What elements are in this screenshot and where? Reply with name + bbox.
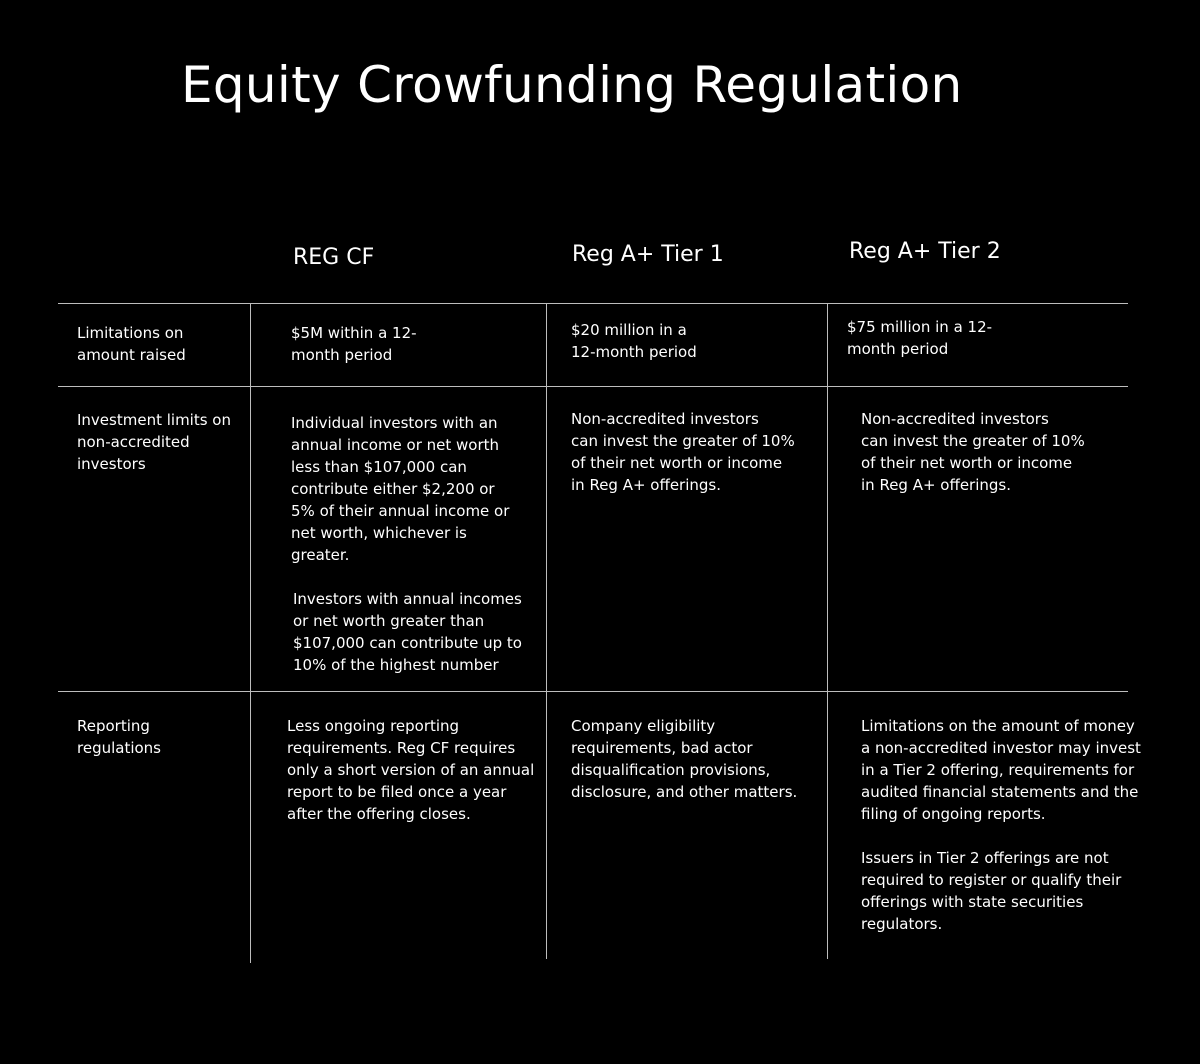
cell-paragraph: Less ongoing reporting requirements. Reg … <box>287 715 534 825</box>
cell-reg-cf-investment-limits: Individual investors with an annual incom… <box>291 412 522 676</box>
cell-text-line: or net worth greater than <box>293 612 485 630</box>
row-label-limitations: Limitations on amount raised <box>77 322 186 366</box>
cell-text-line: of their net worth or income <box>571 454 783 472</box>
cell-reg-cf-reporting: Less ongoing reporting requirements. Reg … <box>287 715 534 825</box>
cell-text-line: requirements, bad actor <box>571 739 753 757</box>
cell-text-line: Company eligibility <box>571 717 716 735</box>
row-label-reporting: Reporting regulations <box>77 715 161 759</box>
cell-text-line: non-accredited <box>77 433 190 451</box>
cell-text-line: offerings with state securities <box>861 893 1084 911</box>
page-title: Equity Crowfunding Regulation <box>181 56 963 114</box>
cell-text-line: Investment limits on <box>77 411 231 429</box>
column-divider <box>546 303 547 959</box>
cell-paragraph: Limitations on amount raised <box>77 322 186 366</box>
cell-text-line: regulations <box>77 739 162 757</box>
cell-text-line: report to be filed once a year <box>287 783 507 801</box>
cell-paragraph: $5M within a 12- month period <box>291 322 417 366</box>
cell-text-line: $20 million in a <box>571 321 687 339</box>
cell-text-line: can invest the greater of 10% <box>571 432 795 450</box>
cell-text-line: $5M within a 12- <box>291 324 417 342</box>
cell-text-line: disclosure, and other matters. <box>571 783 798 801</box>
table-divider <box>58 303 1128 304</box>
cell-paragraph: Limitations on the amount of money a non-… <box>861 715 1141 825</box>
column-divider <box>827 303 828 959</box>
cell-paragraph: Non-accredited investors can invest the g… <box>861 408 1085 496</box>
cell-text-line: Reporting <box>77 717 150 735</box>
cell-text-line: 5% of their annual income or <box>291 502 510 520</box>
cell-text-line: in Reg A+ offerings. <box>861 476 1011 494</box>
cell-text-line: contribute either $2,200 or <box>291 480 495 498</box>
cell-text-line: in a Tier 2 offering, requirements for <box>861 761 1135 779</box>
cell-paragraph: Investors with annual incomes or net wort… <box>293 588 522 676</box>
cell-text-line: filing of ongoing reports. <box>861 805 1046 823</box>
cell-text-line: $107,000 can contribute up to <box>293 634 522 652</box>
cell-paragraph: Issuers in Tier 2 offerings are not requi… <box>861 847 1141 935</box>
cell-tier1-investment-limits: Non-accredited investors can invest the g… <box>571 408 795 496</box>
cell-paragraph: $20 million in a 12-month period <box>571 319 697 363</box>
cell-text-line: investors <box>77 455 146 473</box>
table-divider <box>58 386 1128 387</box>
cell-paragraph: Company eligibility requirements, bad act… <box>571 715 797 803</box>
table-divider <box>58 691 1128 692</box>
cell-text-line: less than $107,000 can <box>291 458 467 476</box>
cell-paragraph: Non-accredited investors can invest the g… <box>571 408 795 496</box>
cell-text-line: a non-accredited investor may invest <box>861 739 1141 757</box>
cell-text-line: audited financial statements and the <box>861 783 1139 801</box>
column-header-reg-a-tier-1: Reg A+ Tier 1 <box>572 242 724 267</box>
cell-text-line: net worth, whichever is <box>291 524 467 542</box>
cell-text-line: annual income or net worth <box>291 436 500 454</box>
cell-text-line: in Reg A+ offerings. <box>571 476 721 494</box>
cell-text-line: Investors with annual incomes <box>293 590 522 608</box>
cell-reg-cf-limitations: $5M within a 12- month period <box>291 322 417 366</box>
cell-tier1-reporting: Company eligibility requirements, bad act… <box>571 715 797 803</box>
cell-paragraph: Reporting regulations <box>77 715 161 759</box>
cell-text-line: Issuers in Tier 2 offerings are not <box>861 849 1109 867</box>
cell-paragraph: $75 million in a 12- month period <box>847 316 992 360</box>
cell-text-line: 12-month period <box>571 343 697 361</box>
row-label-investment-limits: Investment limits on non-accredited invest… <box>77 409 231 475</box>
cell-text-line: disqualification provisions, <box>571 761 771 779</box>
cell-text-line: 10% of the highest number <box>293 656 499 674</box>
column-header-reg-a-tier-2: Reg A+ Tier 2 <box>849 239 1001 264</box>
cell-text-line: Individual investors with an <box>291 414 498 432</box>
cell-text-line: Limitations on <box>77 324 184 342</box>
cell-text-line: after the offering closes. <box>287 805 471 823</box>
cell-text-line: Non-accredited investors <box>571 410 759 428</box>
cell-text-line: can invest the greater of 10% <box>861 432 1085 450</box>
cell-text-line: Non-accredited investors <box>861 410 1049 428</box>
cell-paragraph: Investment limits on non-accredited invest… <box>77 409 231 475</box>
column-header-reg-cf: REG CF <box>293 245 375 270</box>
cell-tier1-limitations: $20 million in a 12-month period <box>571 319 697 363</box>
column-divider <box>250 303 251 963</box>
cell-text-line: regulators. <box>861 915 943 933</box>
cell-tier2-investment-limits: Non-accredited investors can invest the g… <box>861 408 1085 496</box>
cell-text-line: month period <box>847 340 949 358</box>
cell-text-line: required to register or qualify their <box>861 871 1122 889</box>
cell-tier2-limitations: $75 million in a 12- month period <box>847 316 992 360</box>
cell-text-line: $75 million in a 12- <box>847 318 993 336</box>
cell-text-line: Less ongoing reporting <box>287 717 460 735</box>
cell-text-line: greater. <box>291 546 350 564</box>
cell-text-line: month period <box>291 346 393 364</box>
cell-text-line: of their net worth or income <box>861 454 1073 472</box>
cell-text-line: amount raised <box>77 346 186 364</box>
cell-tier2-reporting: Limitations on the amount of money a non-… <box>861 715 1141 935</box>
cell-text-line: only a short version of an annual <box>287 761 535 779</box>
cell-text-line: Limitations on the amount of money <box>861 717 1135 735</box>
cell-text-line: requirements. Reg CF requires <box>287 739 516 757</box>
cell-paragraph: Individual investors with an annual incom… <box>291 412 522 566</box>
